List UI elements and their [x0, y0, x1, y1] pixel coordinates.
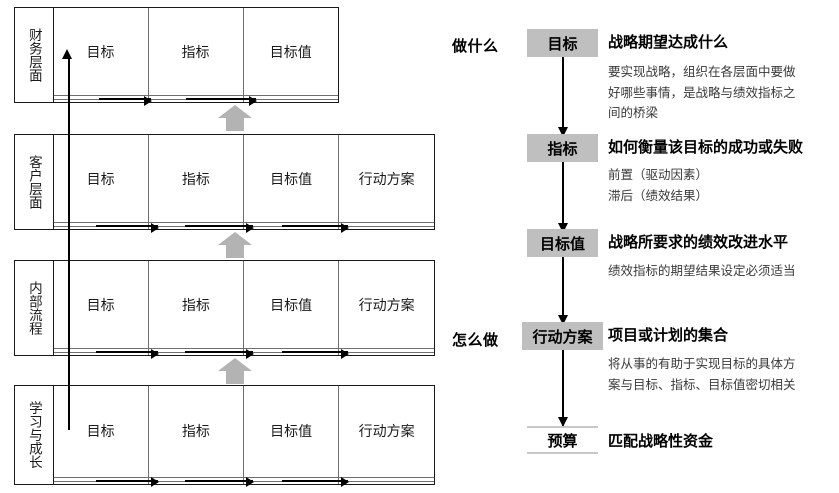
arrowhead-down-icon [558, 127, 568, 137]
empty-cell [147, 352, 245, 355]
empty-cell [338, 481, 434, 484]
column-header-objective: 目标 [53, 8, 149, 97]
flow-box-measure[interactable]: 指标 [527, 134, 598, 162]
flow-title-target-value: 战略所要求的绩效改进水平 [608, 234, 789, 251]
flow-cell [242, 348, 349, 359]
arrowhead-down-icon [558, 315, 568, 325]
column-header-initiative: 行动方案 [338, 386, 434, 478]
flow-cell [147, 95, 258, 106]
desc-line: 将从事的有助于实现目标的具体方 [608, 357, 796, 371]
empty-cell [147, 481, 245, 484]
empty-cell [242, 352, 340, 355]
desc-line: 间的桥梁 [608, 106, 659, 121]
arrowhead-down-icon [558, 223, 568, 233]
chevron-up-icon-3 [217, 357, 253, 385]
empty-cell [147, 226, 245, 229]
bsc-table-finance: 财务层面 目标 指标 目标值 [14, 7, 339, 106]
column-header-initiative: 行动方案 [338, 135, 434, 224]
arrowhead-down-icon [558, 417, 568, 427]
flow-title-budget: 匹配战略性资金 [608, 433, 714, 450]
flow-cell [147, 348, 254, 359]
flow-title-objective: 战略期望达成什么 [608, 34, 729, 51]
chevron-up-icon-2 [217, 231, 253, 259]
flow-box-initiative[interactable]: 行动方案 [522, 322, 603, 350]
flow-title-initiative: 项目或计划的集合 [608, 327, 729, 344]
flow-connector-2 [558, 162, 568, 233]
column-header-measure: 指标 [147, 135, 245, 224]
desc-line: 好哪些事情，是战略与绩效指标之 [608, 85, 796, 100]
flow-desc-target-value: 绩效指标的期望结果设定必须适当 [608, 261, 796, 282]
flow-arrow-icon [281, 222, 349, 233]
flow-cell [242, 476, 349, 488]
flow-desc-objective: 要实现战略，组织在各层面中要做 好哪些事情，是战略与绩效指标之 间的桥梁 [608, 62, 796, 124]
flow-cell [338, 222, 434, 228]
column-header-measure: 指标 [147, 8, 244, 97]
flow-cell [242, 222, 349, 233]
flow-cell [338, 348, 434, 354]
flow-arrow-icon [184, 222, 254, 233]
flow-box-objective[interactable]: 目标 [527, 29, 598, 57]
flow-arrow-icon [281, 477, 349, 488]
flow-desc-measure: 前置（驱动因素） 滞后（绩效结果） [608, 165, 708, 206]
flow-cell [53, 476, 159, 488]
side-label-what-to-do: 做什么 [452, 38, 499, 55]
desc-line: 滞后（绩效结果） [608, 188, 709, 203]
flow-cell [147, 222, 254, 233]
desc-line: 绩效指标的期望结果设定必须适当 [608, 264, 796, 278]
vertical-feedback-arrowhead-icon [62, 49, 72, 59]
column-header-target: 目标值 [242, 261, 340, 350]
flow-connector-3 [558, 257, 568, 325]
column-header-measure: 指标 [147, 261, 245, 350]
flow-arrow-icon [184, 477, 254, 488]
flow-cell [338, 476, 434, 483]
desc-line: 案与目标、指标、目标值密切相关 [608, 377, 796, 392]
flow-desc-initiative: 将从事的有助于实现目标的具体方 案与目标、指标、目标值密切相关 [608, 354, 796, 395]
desc-line: 前置（驱动因素） [608, 168, 709, 182]
bsc-table-learning-growth: 学习与成长 目标 指标 目标值 行动方案 [14, 385, 435, 488]
flow-title-measure: 如何衡量该目标的成功或失败 [608, 139, 804, 156]
chevron-up-icon-1 [217, 104, 253, 132]
empty-cell [242, 481, 340, 484]
bsc-table-customer: 客户层面 目标 指标 目标值 行动方案 [14, 134, 435, 233]
column-header-target: 目标值 [242, 135, 340, 224]
empty-cell [147, 99, 244, 102]
vertical-feedback-line [68, 58, 70, 430]
bsc-table-internal-process: 内部流程 目标 指标 目标值 行动方案 [14, 260, 435, 359]
flow-connector-1 [558, 57, 568, 137]
flow-cell [147, 476, 254, 488]
layer-label-customer: 客户层面 [15, 135, 54, 229]
flow-arrow-icon [95, 222, 159, 233]
column-header-initiative: 行动方案 [338, 261, 434, 350]
empty-cell [338, 226, 434, 229]
empty-cell [242, 226, 340, 229]
empty-cell [338, 352, 434, 355]
flow-arrow-icon [186, 95, 258, 106]
flow-connector-4 [558, 350, 568, 427]
empty-cell [242, 99, 338, 102]
flow-arrow-icon [98, 95, 152, 106]
flow-box-budget[interactable]: 预算 [527, 426, 598, 454]
flow-arrow-icon [281, 348, 349, 359]
flow-arrow-icon [95, 477, 159, 488]
layer-label-finance: 财务层面 [15, 8, 54, 102]
flow-arrow-icon [95, 348, 159, 359]
layer-label-internal-process: 内部流程 [15, 261, 54, 355]
column-header-target: 目标值 [242, 386, 340, 478]
layer-label-learning-growth: 学习与成长 [15, 386, 54, 484]
flow-box-target-value[interactable]: 目标值 [527, 229, 598, 257]
flow-arrow-icon [184, 348, 254, 359]
column-header-measure: 指标 [147, 386, 245, 478]
side-label-how-to-do: 怎么做 [452, 332, 499, 349]
column-header-target: 目标值 [242, 8, 338, 97]
flow-cell [242, 95, 338, 101]
desc-line: 要实现战略，组织在各层面中要做 [608, 65, 796, 79]
empty-cell [53, 481, 149, 484]
